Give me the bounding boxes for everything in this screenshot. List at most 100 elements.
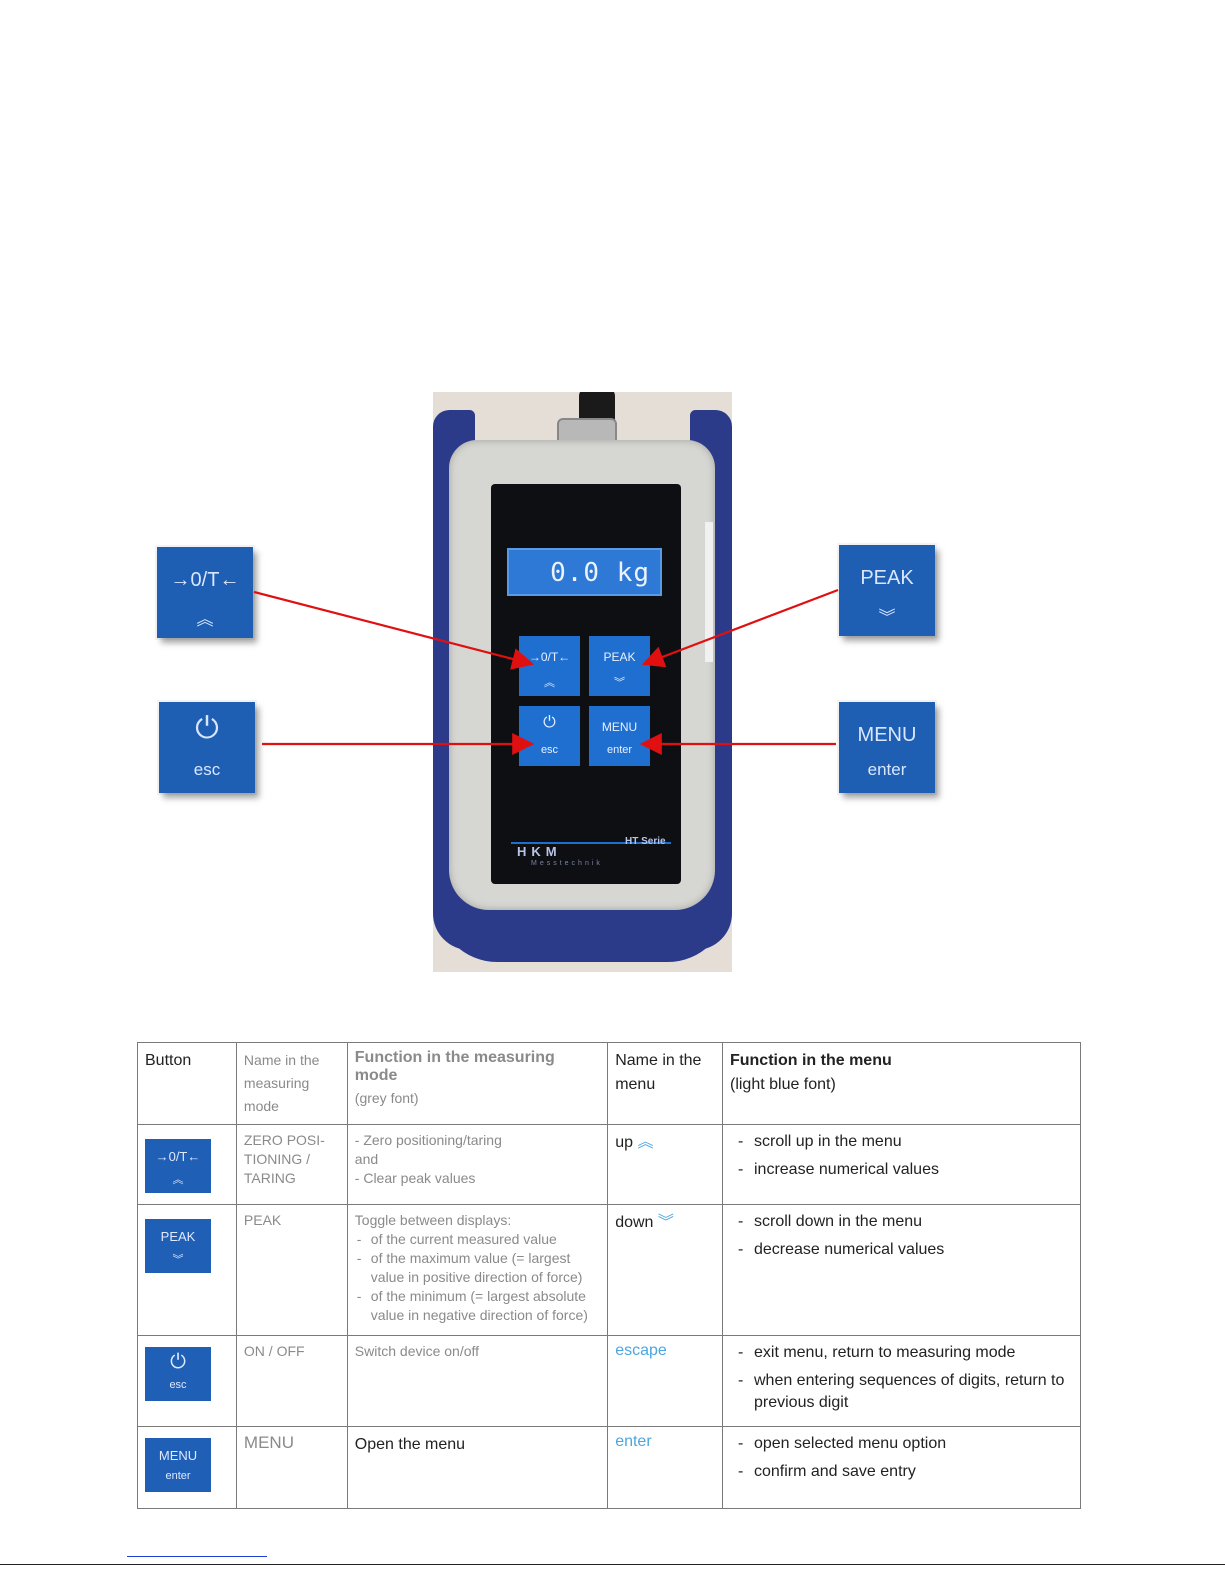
power-key: ⏻ esc xyxy=(145,1347,211,1401)
display-reading: 0.0 kg xyxy=(550,558,650,588)
cell-function-menu: open selected menu option confirm and sa… xyxy=(721,1426,1082,1509)
device-photo: 0.0 kg →0/T← ︽ PEAK ︾ ⏻ esc MENU enter H… xyxy=(433,392,732,972)
list-item: scroll down in the menu xyxy=(730,1211,1073,1233)
header-function-measuring-title: Function in the measuring mode xyxy=(354,1049,555,1084)
cell-name-measuring: MENU xyxy=(235,1426,348,1509)
table-row: →0/T← ︽ ZERO POSI-TIONING / TARING - Zer… xyxy=(137,1124,1082,1205)
arrow-peak xyxy=(641,588,839,668)
menu-name: up xyxy=(615,1134,633,1151)
series-label: HT Serie xyxy=(625,836,666,847)
footer-rule xyxy=(0,1564,1225,1565)
cell-name-menu: enter xyxy=(607,1426,723,1509)
menu-key: MENU enter xyxy=(145,1438,211,1492)
list-item: confirm and save entry xyxy=(730,1461,1073,1483)
callout-menu: MENU enter xyxy=(839,702,935,793)
callout-arrows xyxy=(253,588,839,755)
key-label: esc xyxy=(169,1379,187,1391)
callout-label: enter xyxy=(867,760,907,779)
up-chevron-icon: ︽ xyxy=(637,1134,654,1151)
table-row: ⏻ esc ON / OFF Switch device on/off esca… xyxy=(137,1335,1082,1427)
key-label: enter xyxy=(165,1470,191,1482)
callout-peak: PEAK ︾ xyxy=(839,545,935,636)
callout-label: esc xyxy=(193,760,221,779)
list-item: decrease numerical values xyxy=(730,1239,1073,1261)
power-icon: ⏻ xyxy=(543,714,556,731)
key-label: PEAK xyxy=(160,1229,196,1244)
header-name-measuring: Name in the measuring mode xyxy=(235,1042,348,1125)
function-line: and xyxy=(354,1151,379,1167)
header-function-menu-title: Function in the menu xyxy=(729,1052,892,1069)
cell-button: PEAK ︾ xyxy=(137,1204,237,1336)
up-chevron-icon: ︽ xyxy=(172,1174,184,1186)
key-label: PEAK xyxy=(603,650,636,664)
up-chevron-icon: ︽ xyxy=(196,610,214,629)
device-key-peak: PEAK ︾ xyxy=(589,636,650,696)
list-item: of the current measured value xyxy=(355,1230,600,1249)
key-label: →0/T← xyxy=(528,650,571,664)
cell-name-menu: down ︾ xyxy=(607,1204,723,1336)
down-chevron-icon: ︾ xyxy=(614,677,625,689)
table-row: PEAK ︾ PEAK Toggle between displays: of … xyxy=(137,1204,1082,1336)
arrow-zero-tare xyxy=(253,590,535,670)
list-item: of the minimum (= largest absolute value… xyxy=(355,1287,600,1325)
down-chevron-icon: ︾ xyxy=(172,1254,184,1266)
device-faceplate: 0.0 kg →0/T← ︽ PEAK ︾ ⏻ esc MENU enter H… xyxy=(491,484,681,884)
header-button: Button xyxy=(137,1042,237,1125)
power-icon: ⏻ xyxy=(195,712,219,745)
peak-key: PEAK ︾ xyxy=(145,1219,211,1273)
power-icon: ⏻ xyxy=(170,1351,186,1373)
callout-label: PEAK xyxy=(860,567,914,589)
list-item: exit menu, return to measuring mode xyxy=(730,1342,1073,1364)
cell-name-menu: escape xyxy=(607,1335,723,1427)
cell-function-measuring: Switch device on/off xyxy=(346,1335,609,1427)
table-header-row: Button Name in the measuring mode Functi… xyxy=(137,1042,1082,1125)
cell-function-menu: scroll down in the menu decrease numeric… xyxy=(721,1204,1082,1336)
header-function-measuring: Function in the measuring mode (grey fon… xyxy=(346,1042,609,1125)
label-strip xyxy=(705,522,713,662)
callout-label: →0/T← xyxy=(170,569,240,591)
up-chevron-icon: ︽ xyxy=(544,677,555,689)
list-item: open selected menu option xyxy=(730,1433,1073,1455)
header-function-menu: Function in the menu (light blue font) xyxy=(721,1042,1082,1125)
key-label: MENU xyxy=(601,720,638,734)
cell-button: ⏻ esc xyxy=(137,1335,237,1427)
cell-name-measuring: PEAK xyxy=(235,1204,348,1336)
function-line: - Clear peak values xyxy=(354,1170,476,1186)
key-label: enter xyxy=(606,744,633,756)
cell-function-menu: exit menu, return to measuring mode when… xyxy=(721,1335,1082,1427)
cell-button: MENU enter xyxy=(137,1426,237,1509)
header-function-measuring-note: (grey font) xyxy=(354,1090,419,1106)
header-name-measuring-text: Name in the measuring mode xyxy=(243,1052,320,1114)
header-name-menu: Name in the menu xyxy=(607,1042,723,1125)
cell-name-measuring: ZERO POSI-TIONING / TARING xyxy=(235,1124,348,1205)
callout-power: ⏻ esc xyxy=(159,702,255,793)
key-label: →0/T← xyxy=(155,1149,201,1164)
down-chevron-icon: ︾ xyxy=(878,608,896,627)
down-chevron-icon: ︾ xyxy=(657,1214,674,1231)
table-row: MENU enter MENU Open the menu enter open… xyxy=(137,1426,1082,1509)
cell-button: →0/T← ︽ xyxy=(137,1124,237,1205)
function-line: - Zero positioning/taring xyxy=(354,1132,502,1148)
brand-logo: HKM xyxy=(517,844,562,859)
brand-subtitle: Messtechnik xyxy=(531,860,603,867)
list-item: scroll up in the menu xyxy=(730,1131,1073,1153)
lcd-display: 0.0 kg xyxy=(507,548,662,596)
key-label: MENU xyxy=(158,1448,198,1463)
list-item: of the maximum value (= largest value in… xyxy=(355,1249,600,1287)
list-item: when entering sequences of digits, retur… xyxy=(730,1370,1073,1414)
cell-function-measuring: Toggle between displays: of the current … xyxy=(346,1204,609,1336)
key-label: esc xyxy=(540,744,559,756)
zero-tare-key: →0/T← ︽ xyxy=(145,1139,211,1193)
cell-function-menu: scroll up in the menu increase numerical… xyxy=(721,1124,1082,1205)
callout-zero-tare: →0/T← ︽ xyxy=(157,547,253,638)
list-item: increase numerical values xyxy=(730,1159,1073,1181)
menu-name: down xyxy=(615,1214,654,1231)
function-intro: Toggle between displays: xyxy=(354,1212,512,1228)
cell-name-measuring: ON / OFF xyxy=(235,1335,348,1427)
cell-function-measuring: - Zero positioning/taring and - Clear pe… xyxy=(346,1124,609,1205)
cell-name-menu: up ︽ xyxy=(607,1124,723,1205)
header-function-menu-note: (light blue font) xyxy=(729,1076,836,1093)
brand-line xyxy=(511,842,671,844)
footer-link-underline[interactable] xyxy=(127,1556,267,1557)
callout-label: MENU xyxy=(857,724,917,746)
